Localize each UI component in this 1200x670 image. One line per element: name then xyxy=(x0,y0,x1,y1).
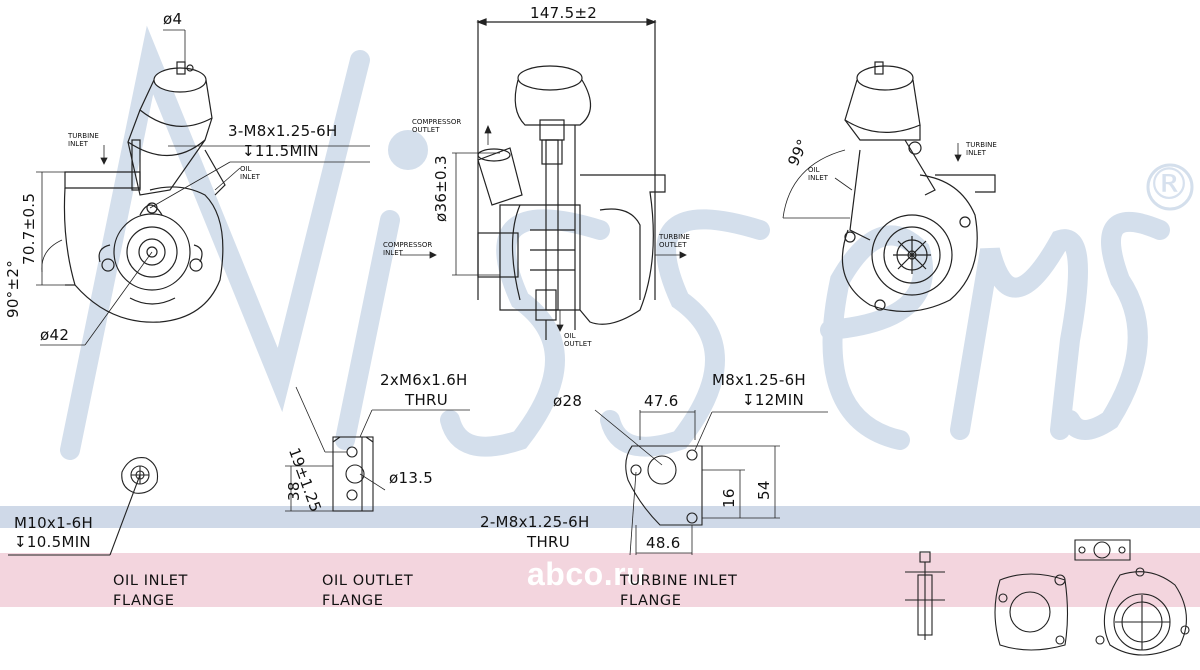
left-turbo-view xyxy=(63,61,226,323)
oil-outlet-dimension-lines xyxy=(285,386,470,512)
registered-circle xyxy=(1146,163,1194,211)
turbine-depth-label: ↧12MIN xyxy=(742,391,805,409)
turbine-thru-label: THRU xyxy=(527,533,571,551)
dim-38-label: 38 xyxy=(285,481,303,501)
dim-54-label: 54 xyxy=(755,480,773,500)
left-depth-label: ↧11.5MIN xyxy=(242,142,319,160)
dia28-label: ø28 xyxy=(553,392,583,410)
turbine-thread-label: M8x1.25-6H xyxy=(712,371,806,389)
right-turbo-view xyxy=(841,61,996,312)
oil-inlet-flange-drawing xyxy=(8,457,159,556)
left-view-dimension-lines xyxy=(36,29,370,346)
right-view-dimension-lines xyxy=(782,143,962,219)
left-thread-label: 3-M8x1.25-6H xyxy=(228,122,338,140)
width-147-label: 147.5±2 xyxy=(530,4,598,22)
oil-outlet-flange-drawing xyxy=(332,436,374,512)
dim-16-label: 16 xyxy=(720,488,738,508)
site-watermark: abco.ru xyxy=(527,556,647,592)
blue-band xyxy=(0,506,1200,528)
oil-outlet-thru-label: THRU xyxy=(405,391,449,409)
oil-inlet-depth-label: ↧10.5MIN xyxy=(14,533,91,551)
oil-inlet-thread-label: M10x1-6H xyxy=(14,514,94,532)
dia42-label: ø42 xyxy=(40,326,70,344)
dia4-label: ø4 xyxy=(163,10,183,28)
watermark-logo xyxy=(60,25,1170,460)
middle-view-dimension-lines xyxy=(400,124,687,332)
gasket-kit-drawing xyxy=(905,539,1190,656)
dim-47-6-label: 47.6 xyxy=(644,392,679,410)
turbine-holes-label: 2-M8x1.25-6H xyxy=(480,513,590,531)
dim-48-6-label: 48.6 xyxy=(646,534,681,552)
dim-70-7-label: 70.7±0.5 xyxy=(20,192,38,265)
middle-turbo-view xyxy=(476,18,666,340)
registered-mark: ® xyxy=(1147,159,1191,210)
turbine-inlet-dimension-lines xyxy=(594,409,828,556)
dia13-5-label: ø13.5 xyxy=(389,469,434,487)
oil-outlet-holes-label: 2xM6x1.6H xyxy=(380,371,468,389)
angle-90-label: 90°±2° xyxy=(4,260,22,318)
dia36-label: ø36±0.3 xyxy=(432,155,450,222)
